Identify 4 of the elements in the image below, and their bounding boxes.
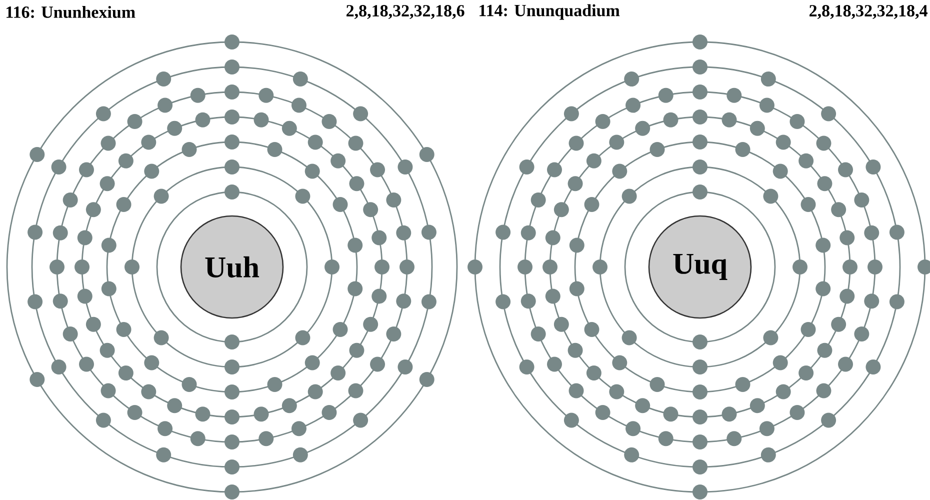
heading-text: 114: Ununquadium [480,4,620,20]
heading-text: 2,8,18,32,32,18,4 [810,5,928,19]
heading-text: 2,8,18,32,32,18,6 [346,5,464,19]
heading-text: 116: Ununhexium [6,6,136,18]
